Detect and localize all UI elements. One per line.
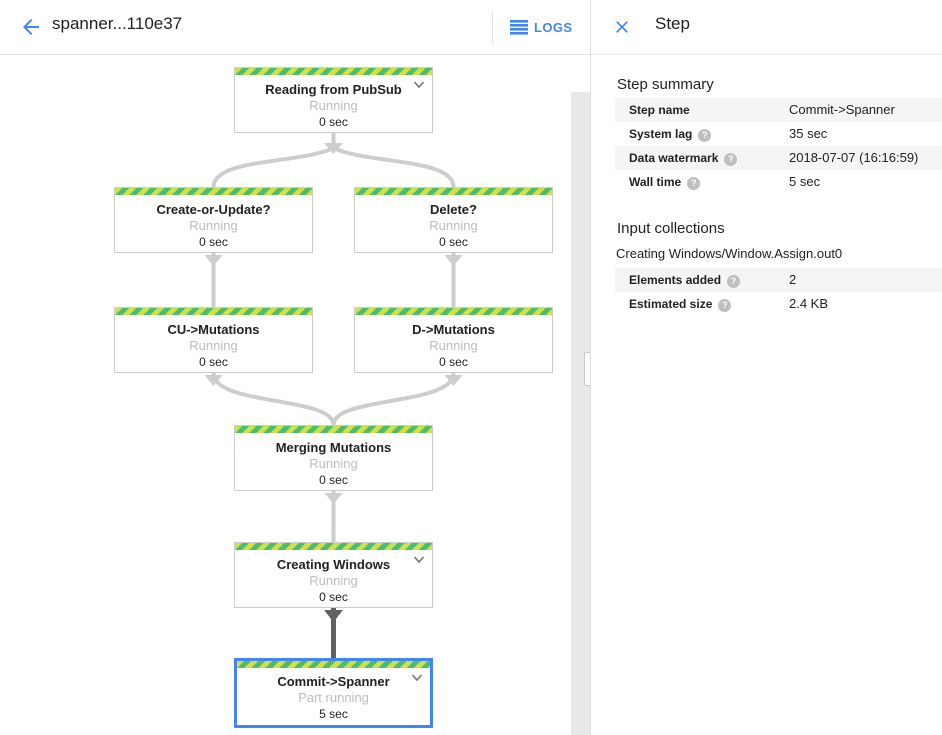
step-node-status: Running bbox=[309, 98, 358, 113]
running-stripe bbox=[115, 308, 312, 315]
step-node-time: 0 sec bbox=[319, 115, 348, 129]
summary-row-wall-time: Wall time? 5 sec bbox=[615, 170, 942, 194]
step-node-status: Running bbox=[309, 456, 358, 471]
row-value: 2 bbox=[789, 272, 797, 287]
step-node-title: Delete? bbox=[430, 202, 477, 217]
summary-row-system-lag: System lag? 35 sec bbox=[615, 122, 942, 146]
row-value: 5 sec bbox=[789, 174, 821, 189]
input-row-estimated-size: Estimated size? 2.4 KB bbox=[615, 292, 942, 316]
running-stripe bbox=[237, 661, 430, 668]
step-node-status: Running bbox=[429, 218, 478, 233]
chevron-down-icon[interactable] bbox=[413, 81, 425, 89]
running-stripe bbox=[355, 188, 552, 195]
step-node-time: 0 sec bbox=[319, 590, 348, 604]
row-value: 35 sec bbox=[789, 126, 828, 141]
input-collection-name: Creating Windows/Window.Assign.out0 bbox=[616, 246, 843, 261]
step-node-time: 0 sec bbox=[319, 473, 348, 487]
input-collections-heading: Input collections bbox=[617, 220, 725, 237]
logs-list-icon bbox=[510, 20, 528, 35]
help-icon[interactable]: ? bbox=[687, 177, 701, 190]
graph-scrollbar-track[interactable] bbox=[571, 92, 590, 735]
summary-row-data-watermark: Data watermark? 2018-07-07 (16:16:59) bbox=[615, 146, 942, 170]
step-node-status: Running bbox=[429, 338, 478, 353]
graph-edges bbox=[204, 133, 463, 658]
row-label: Elements added? bbox=[629, 268, 741, 292]
help-icon[interactable]: ? bbox=[724, 153, 738, 166]
running-stripe bbox=[115, 188, 312, 195]
chevron-down-icon[interactable] bbox=[411, 674, 423, 682]
row-label: Estimated size? bbox=[629, 292, 732, 316]
pipeline-graph: Reading from PubSub Running 0 sec Create… bbox=[0, 56, 590, 735]
help-icon[interactable]: ? bbox=[718, 299, 732, 312]
close-icon bbox=[616, 21, 628, 33]
input-row-elements-added: Elements added? 2 bbox=[615, 268, 942, 292]
step-node-time: 5 sec bbox=[319, 707, 348, 721]
job-title: spanner...110e37 bbox=[52, 14, 183, 33]
step-node-create-or-update[interactable]: Create-or-Update? Running 0 sec bbox=[114, 187, 313, 253]
step-node-commit-spanner-selected[interactable]: Commit->Spanner Part running 5 sec bbox=[234, 658, 433, 728]
step-node-time: 0 sec bbox=[439, 235, 468, 249]
row-label: Data watermark? bbox=[629, 146, 738, 170]
step-summary-heading: Step summary bbox=[617, 76, 714, 93]
running-stripe bbox=[235, 543, 432, 550]
step-node-status: Part running bbox=[298, 690, 369, 705]
panel-title: Step bbox=[655, 14, 690, 33]
step-node-delete[interactable]: Delete? Running 0 sec bbox=[354, 187, 553, 253]
row-value: 2018-07-07 (16:16:59) bbox=[789, 150, 919, 165]
help-icon[interactable]: ? bbox=[727, 275, 741, 288]
step-node-status: Running bbox=[189, 218, 238, 233]
step-panel-header: Step bbox=[591, 0, 942, 55]
step-node-title: D->Mutations bbox=[412, 322, 495, 337]
step-node-title: Create-or-Update? bbox=[156, 202, 271, 217]
step-node-time: 0 sec bbox=[199, 355, 228, 369]
step-node-time: 0 sec bbox=[439, 355, 468, 369]
row-value: 2.4 KB bbox=[789, 296, 829, 311]
chevron-down-icon[interactable] bbox=[413, 556, 425, 564]
step-node-merging-mutations[interactable]: Merging Mutations Running 0 sec bbox=[234, 425, 433, 491]
help-icon[interactable]: ? bbox=[698, 129, 712, 142]
step-detail-panel: Step Step summary Step name Commit->Span… bbox=[590, 0, 942, 735]
row-label: System lag? bbox=[629, 122, 712, 146]
running-stripe bbox=[235, 68, 432, 75]
step-node-creating-windows[interactable]: Creating Windows Running 0 sec bbox=[234, 542, 433, 608]
step-node-cu-mutations[interactable]: CU->Mutations Running 0 sec bbox=[114, 307, 313, 373]
step-node-title: Merging Mutations bbox=[275, 440, 392, 455]
row-value: Commit->Spanner bbox=[789, 102, 895, 117]
step-node-reading-from-pubsub[interactable]: Reading from PubSub Running 0 sec bbox=[234, 67, 433, 133]
row-label: Wall time? bbox=[629, 170, 701, 194]
running-stripe bbox=[235, 426, 432, 433]
header-divider bbox=[492, 12, 493, 43]
arrow-back-icon bbox=[23, 19, 39, 35]
step-node-time: 0 sec bbox=[199, 235, 228, 249]
step-node-status: Running bbox=[309, 573, 358, 588]
step-node-title: CU->Mutations bbox=[167, 322, 260, 337]
step-node-status: Running bbox=[189, 338, 238, 353]
back-button[interactable] bbox=[17, 13, 45, 41]
step-node-title: Creating Windows bbox=[276, 557, 391, 572]
job-header: spanner...110e37 LOGS bbox=[0, 0, 590, 55]
running-stripe bbox=[355, 308, 552, 315]
logs-button-label: LOGS bbox=[534, 19, 573, 35]
summary-row-step-name: Step name Commit->Spanner bbox=[615, 98, 942, 122]
step-node-title: Commit->Spanner bbox=[277, 674, 390, 689]
logs-button[interactable]: LOGS bbox=[510, 14, 572, 40]
close-panel-button[interactable] bbox=[609, 14, 635, 40]
row-label: Step name bbox=[629, 103, 690, 117]
step-node-title: Reading from PubSub bbox=[265, 82, 402, 97]
step-node-d-mutations[interactable]: D->Mutations Running 0 sec bbox=[354, 307, 553, 373]
